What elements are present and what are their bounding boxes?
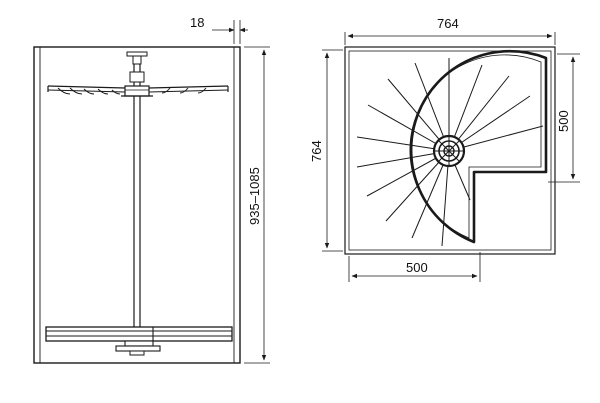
panel-thickness-label: 18 xyxy=(190,15,204,30)
top-cabinet-inner xyxy=(348,50,552,251)
top-depth-dimension: 764 xyxy=(309,49,343,252)
top-width-dimension: 764 xyxy=(344,16,556,45)
lower-tray xyxy=(45,326,233,356)
cutout-width-label: 500 xyxy=(406,260,428,275)
height-dimension: 935–1085 xyxy=(244,46,270,364)
upper-hub xyxy=(121,71,153,97)
height-range-label: 935–1085 xyxy=(247,167,262,225)
center-pole xyxy=(126,51,148,340)
top-cabinet-outer xyxy=(344,46,556,255)
top-view: 764 764 500 500 xyxy=(309,16,580,282)
top-depth-label: 764 xyxy=(309,140,324,162)
cutout-depth-label: 500 xyxy=(556,110,571,132)
upper-shelf xyxy=(47,85,229,95)
carousel-outline xyxy=(409,49,548,244)
front-view: 18 935–1085 xyxy=(33,15,270,364)
carousel-inner-rim xyxy=(409,54,542,239)
top-width-label: 764 xyxy=(437,16,459,31)
cutout-depth-dimension: 500 xyxy=(548,53,580,183)
carousel-hub xyxy=(432,134,466,168)
cabinet-inner xyxy=(39,46,235,364)
panel-thickness-dimension: 18 xyxy=(190,15,248,44)
cutout-width-dimension: 500 xyxy=(348,252,481,282)
